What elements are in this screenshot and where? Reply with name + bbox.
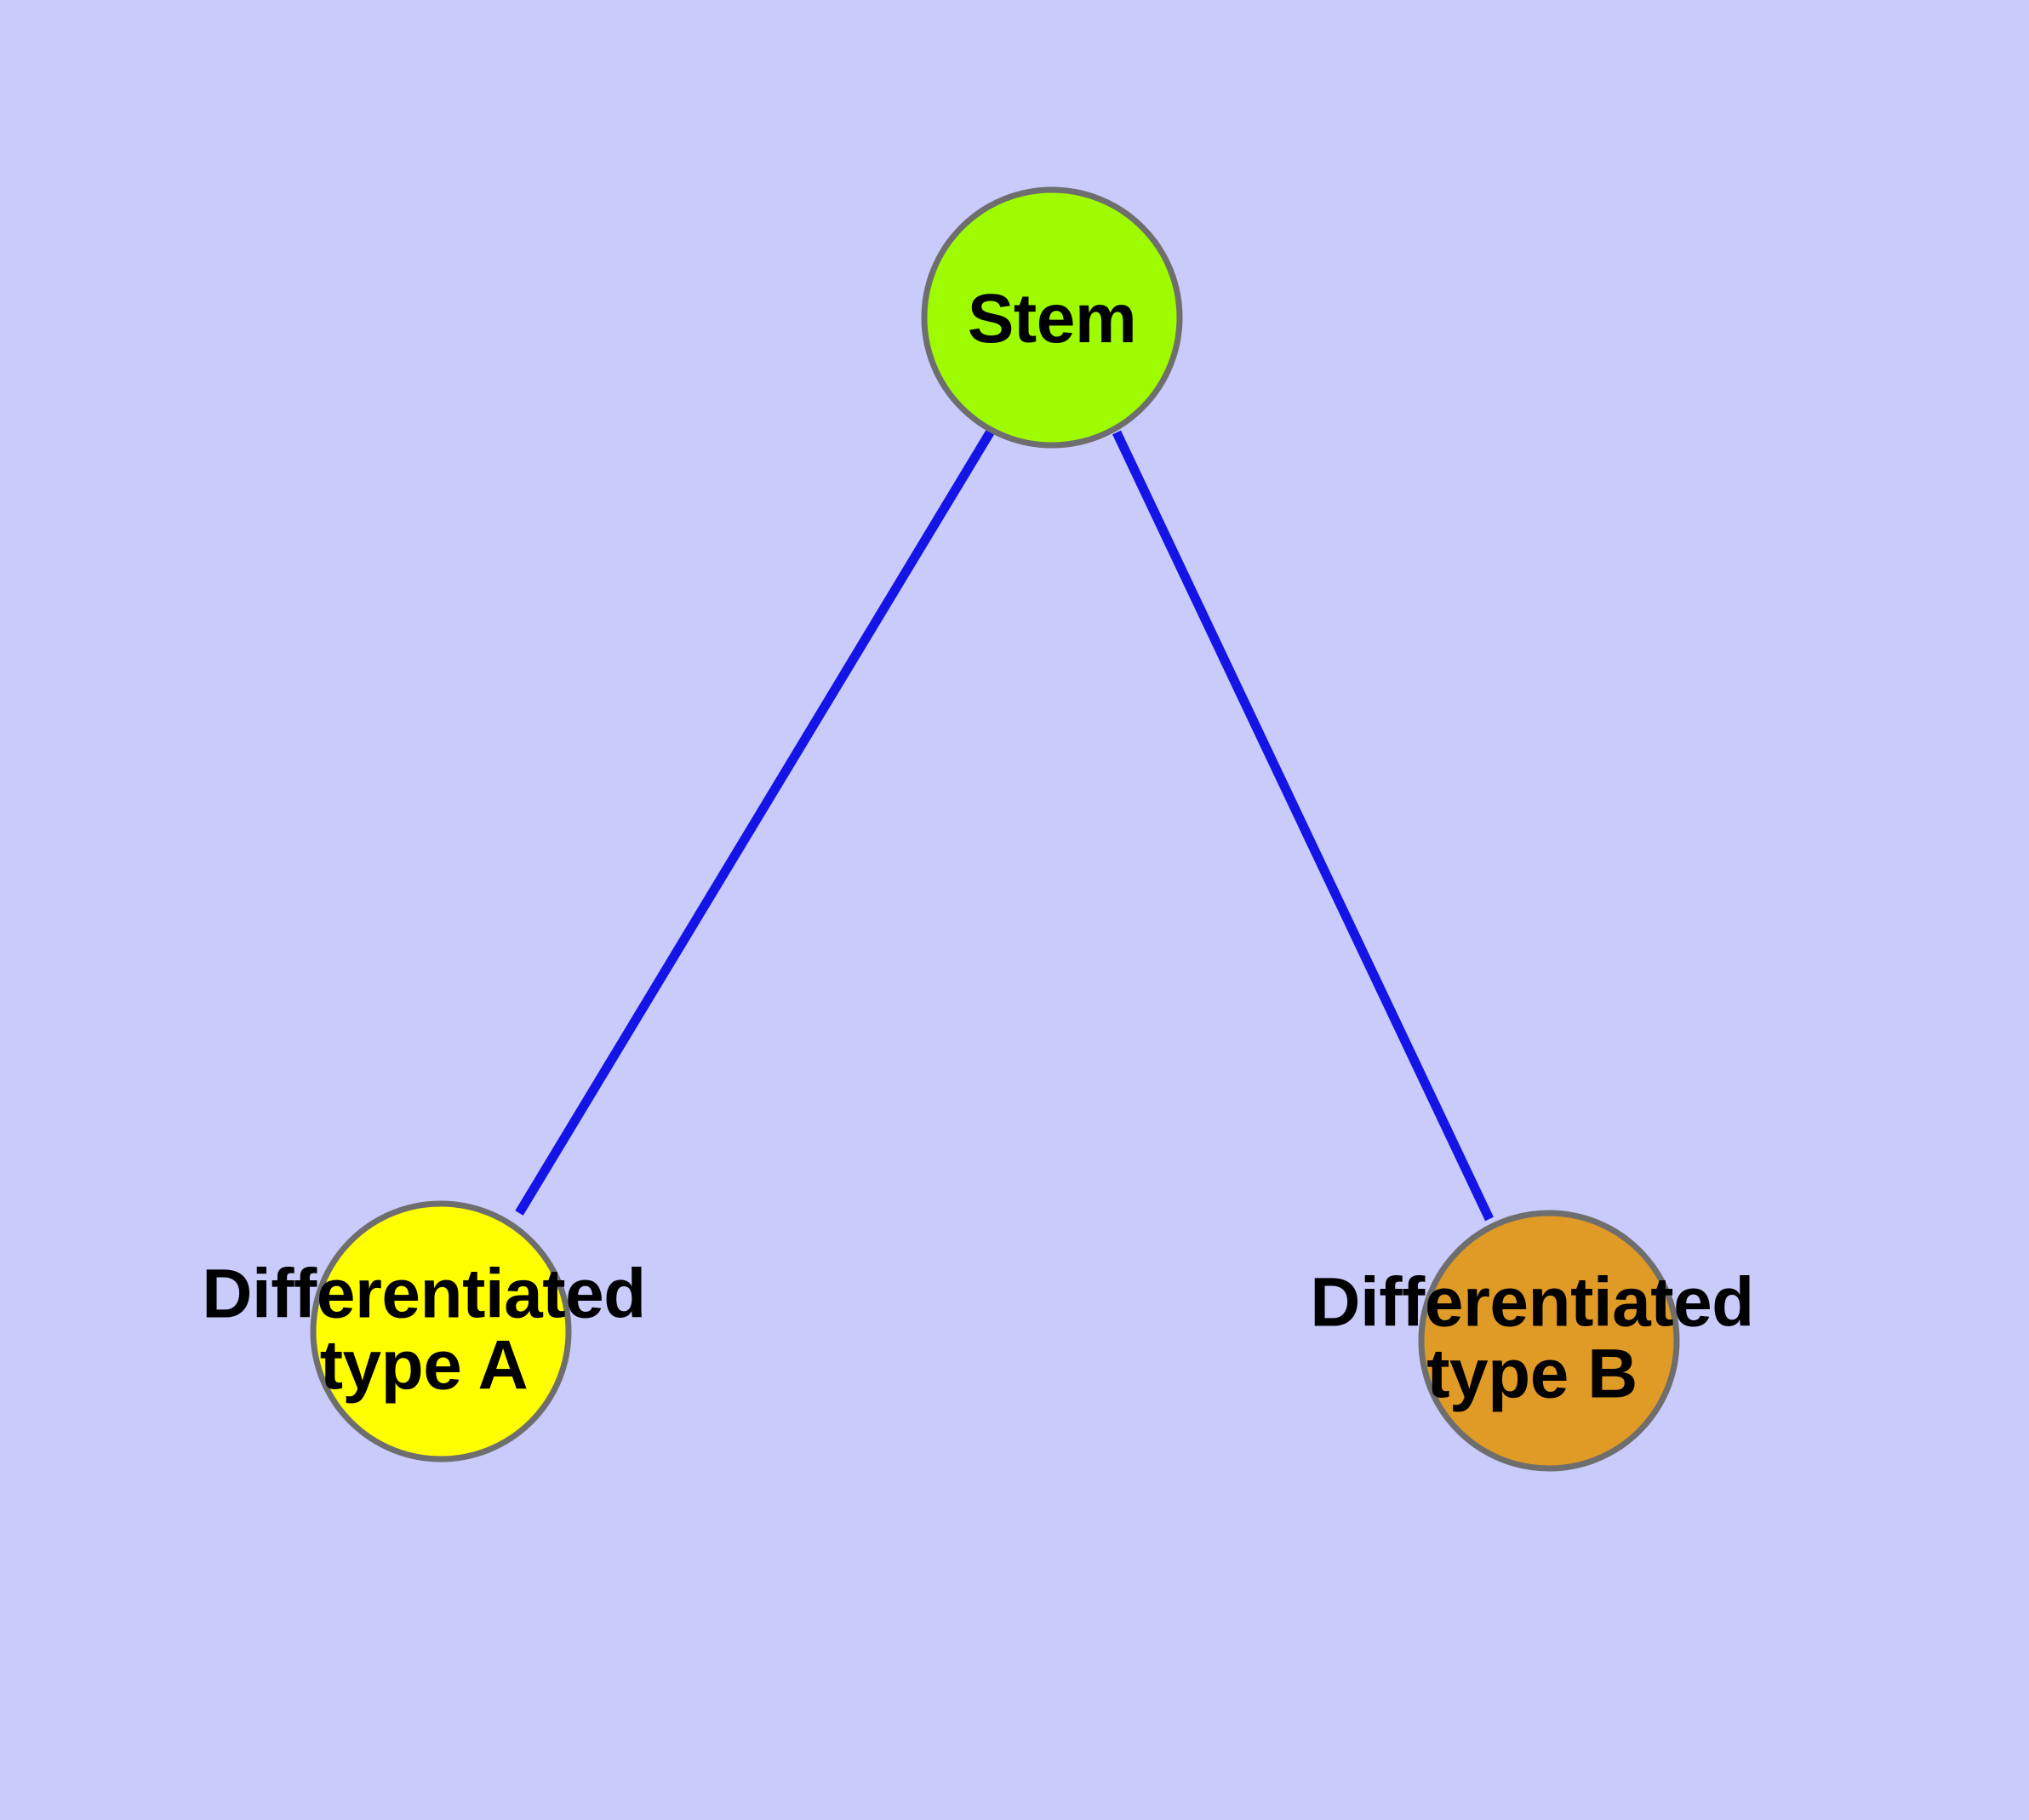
node-stem-circle[interactable] [921,186,1183,449]
node-diff-b-circle[interactable] [1418,1210,1680,1472]
node-layer [310,186,1680,1472]
edge-layer [515,427,1494,1222]
node-diff-a-circle[interactable] [310,1200,572,1462]
edge-stem-to-diff-a[interactable] [515,427,996,1216]
edge-stem-to-diff-b[interactable] [1112,430,1494,1222]
